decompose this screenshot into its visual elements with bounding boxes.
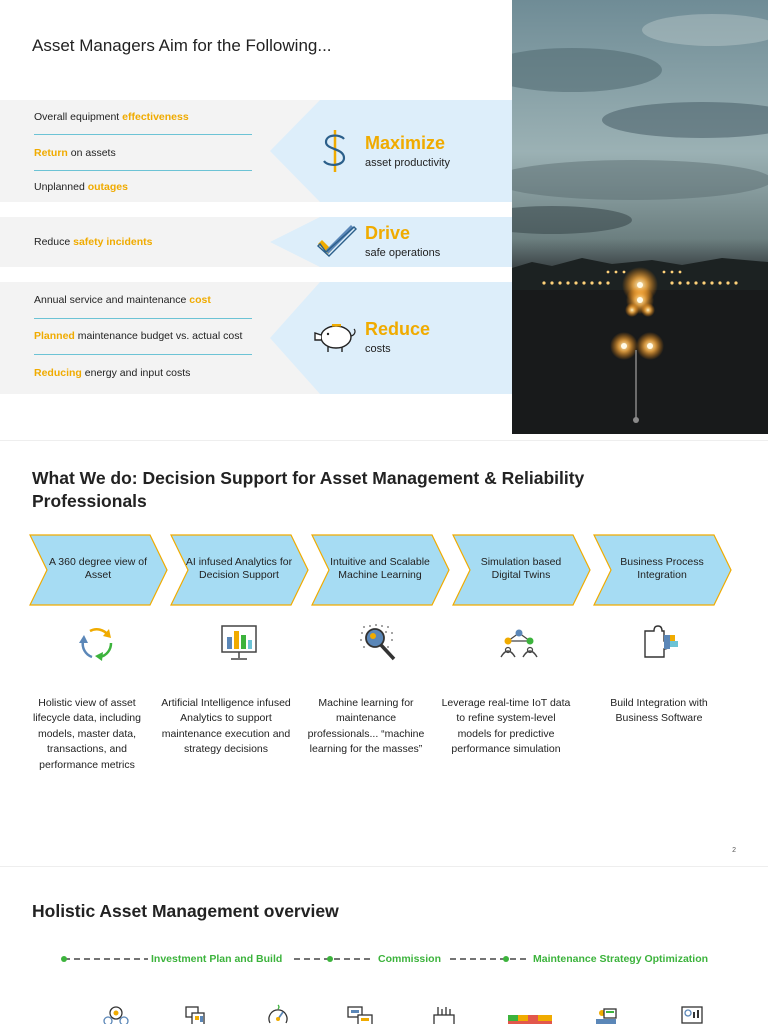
- heatmap-icon: [508, 1015, 552, 1024]
- phase-label: Maintenance Strategy Optimization: [533, 953, 709, 965]
- magnifier-icon: [360, 624, 396, 661]
- runway-lights-photo: [512, 0, 768, 434]
- goal-title-maximize: Maximize: [365, 133, 446, 153]
- dollar-icon: [323, 130, 346, 172]
- chevron-step: [29, 534, 168, 606]
- data-transfer-icon: [347, 1006, 373, 1024]
- puzzle-icon: [644, 625, 678, 658]
- slide-holistic-overview: Holistic Asset Management overview Inves…: [0, 866, 768, 1024]
- step-label: A 360 degree view of Asset: [48, 556, 148, 581]
- recycle-icon: [79, 628, 113, 661]
- lightbulb-icon: [103, 1006, 129, 1024]
- checkmark-icon: [316, 225, 357, 257]
- aim-item: Unplanned outages: [34, 181, 128, 193]
- aim-item: Planned maintenance budget vs. actual co…: [34, 330, 243, 342]
- chevron-step: [311, 534, 450, 606]
- chevron-step: [593, 534, 732, 606]
- step-label: AI infused Analytics for Decision Suppor…: [185, 556, 293, 581]
- slide-title: What We do: Decision Support for Asset M…: [32, 468, 585, 511]
- timeline-node: [61, 956, 67, 962]
- network-people-icon: [500, 629, 538, 658]
- aim-item: Return on assets: [34, 147, 116, 159]
- goal-title-reduce: Reduce: [365, 319, 431, 339]
- chevron-step: [170, 534, 309, 606]
- goal-title-drive: Drive: [365, 223, 411, 243]
- slide-title: Holistic Asset Management overview: [32, 901, 339, 921]
- worker-laptop-icon: [596, 1008, 617, 1024]
- aim-item: Reducing energy and input costs: [34, 367, 191, 379]
- building-blocks-icon: [185, 1006, 205, 1024]
- step-label: Simulation based Digital Twins: [480, 556, 562, 581]
- step-description: Holistic view of asset lifecycle data, i…: [33, 697, 141, 771]
- piggy-bank-icon: [314, 324, 356, 352]
- phase-timeline: [61, 956, 528, 962]
- item-separator: [34, 354, 252, 355]
- step-description: Machine learning for maintenance profess…: [307, 697, 425, 756]
- goal-subtitle: asset productivity: [365, 157, 450, 169]
- phase-label: Investment Plan and Build: [151, 953, 283, 965]
- goal-subtitle: costs: [365, 343, 391, 355]
- gauge-icon: [268, 1004, 288, 1024]
- step-description: Build Integration with Business Software: [610, 697, 708, 725]
- item-separator: [34, 170, 252, 171]
- page-number: 2: [732, 847, 736, 854]
- timeline-node: [327, 956, 333, 962]
- slide-what-we-do: What We do: Decision Support for Asset M…: [0, 440, 768, 862]
- goal-subtitle: safe operations: [365, 247, 441, 259]
- aim-item: Annual service and maintenance cost: [34, 294, 211, 306]
- step-label: Business Process Integration: [620, 556, 704, 581]
- slide-asset-managers-aims: Asset Managers Aim for the Following... …: [0, 0, 768, 434]
- goal-chevron-maximize: [270, 100, 512, 202]
- aim-item: Overall equipment effectiveness: [34, 111, 189, 123]
- slide-title: Asset Managers Aim for the Following...: [32, 36, 332, 55]
- goal-chevron-reduce: [270, 282, 512, 394]
- phase-label: Commission: [378, 953, 442, 965]
- step-label: Intuitive and Scalable Machine Learning: [330, 556, 430, 581]
- process-chevrons: [29, 534, 732, 606]
- aim-item: Reduce safety incidents: [34, 236, 153, 248]
- item-separator: [34, 134, 252, 135]
- item-separator: [34, 318, 252, 319]
- dashboard-icon: [681, 1006, 703, 1024]
- factory-icon: [433, 1007, 455, 1024]
- chevron-step: [452, 534, 591, 606]
- timeline-node: [503, 956, 509, 962]
- analytics-monitor-icon: [221, 625, 257, 660]
- step-description: Artificial Intelligence infused Analytic…: [161, 697, 291, 756]
- step-description: Leverage real-time IoT data to refine sy…: [441, 697, 571, 756]
